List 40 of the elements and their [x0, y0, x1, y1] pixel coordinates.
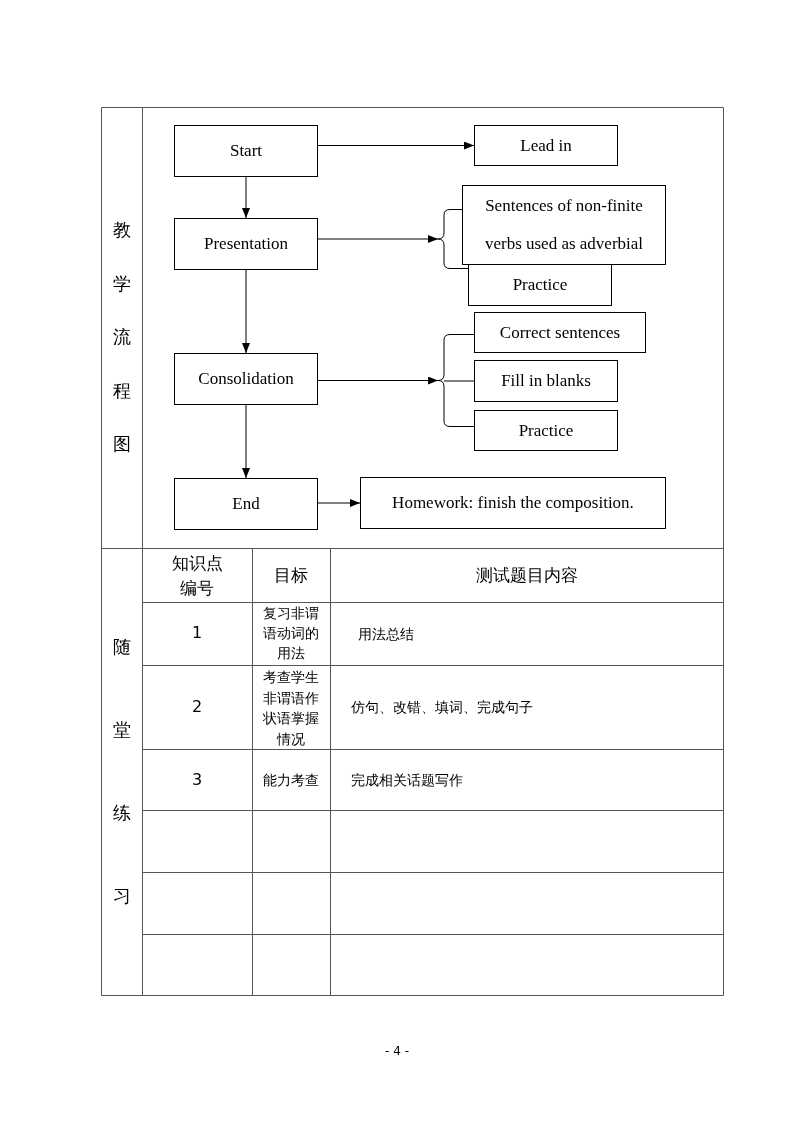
connector-line	[449, 268, 469, 269]
content-text: 用法总结	[358, 625, 414, 644]
arrow	[242, 404, 250, 479]
process-box: Lead in	[474, 125, 618, 166]
section-label: 随堂练习	[112, 635, 132, 908]
connector-line	[449, 334, 475, 335]
column-header: 知识点编号	[170, 552, 224, 600]
arrow	[317, 499, 361, 507]
arrow	[317, 235, 439, 243]
objective-text: 能力考查	[263, 771, 319, 790]
process-box: Sentences of non-finite verbs used as adverbial	[462, 185, 666, 265]
arrow	[317, 141, 475, 150]
arrow	[242, 269, 250, 354]
connector-line	[449, 209, 463, 210]
content-text: 完成相关话题写作	[351, 771, 463, 790]
row-number: 2	[191, 696, 203, 718]
process-box: Homework: finish the composition.	[360, 477, 666, 529]
process-box: Presentation	[174, 218, 318, 270]
arrow	[242, 176, 250, 219]
section-label: 教学流程图	[112, 218, 132, 456]
process-box: Practice	[468, 264, 612, 306]
process-box: Practice	[474, 410, 618, 451]
process-box: Correct sentences	[474, 312, 646, 353]
process-box: Consolidation	[174, 353, 318, 405]
process-box: Fill in blanks	[474, 360, 618, 402]
curly-brace	[438, 334, 450, 427]
arrow	[317, 376, 439, 385]
row-number: 1	[191, 622, 203, 644]
content-text: 仿句、改错、填词、完成句子	[351, 698, 533, 717]
process-box: End	[174, 478, 318, 530]
column-header: 测试题目内容	[476, 564, 578, 587]
page-number: - 4 -	[385, 1043, 409, 1059]
curly-brace	[438, 209, 450, 269]
objective-text: 复习非谓语动词的用法	[262, 604, 320, 663]
process-box: Start	[174, 125, 318, 177]
column-header: 目标	[274, 564, 308, 587]
row-number: 3	[191, 769, 203, 791]
connector-line	[443, 380, 475, 382]
connector-line	[449, 426, 475, 427]
objective-text: 考查学生非谓语作状语掌握情况	[262, 668, 320, 749]
